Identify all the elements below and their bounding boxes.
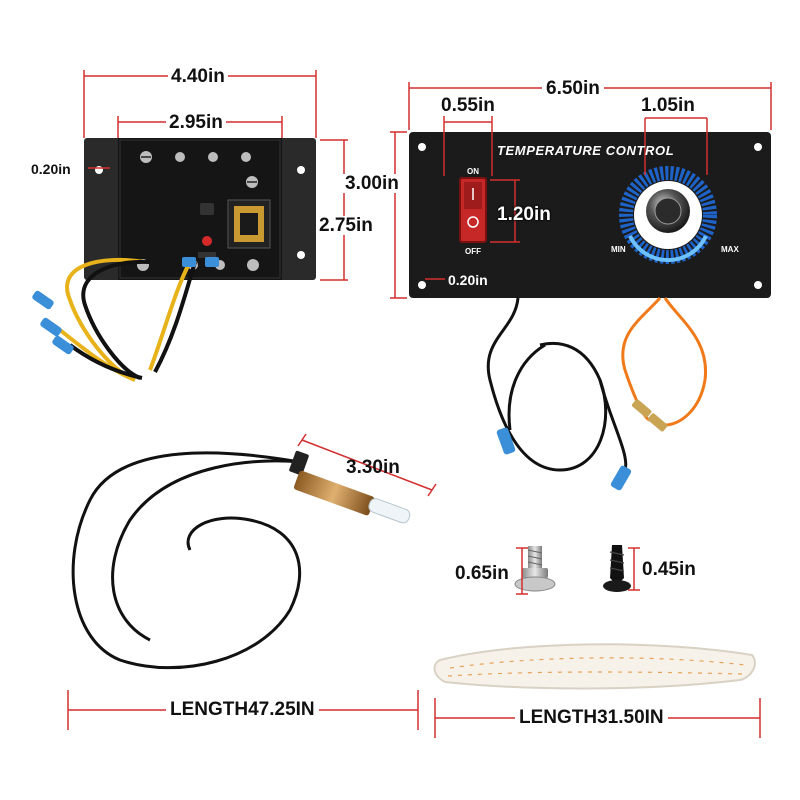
probe-length-label: 3.30in xyxy=(346,457,400,478)
screw-size-label: 0.45in xyxy=(642,559,696,580)
probe-cable-length-label: LENGTH47.25IN xyxy=(166,700,319,719)
self-tapping-screw xyxy=(603,545,631,592)
knob-diameter-label: 1.05in xyxy=(641,95,695,116)
switch-off-label: OFF xyxy=(465,247,481,256)
bolt xyxy=(514,546,556,592)
panel-hole-margin-label: 0.20in xyxy=(448,272,488,288)
temperature-control-panel xyxy=(409,132,771,491)
mount-hole-left xyxy=(95,166,103,174)
gasket-rope xyxy=(433,643,756,690)
temperature-probe xyxy=(71,450,411,670)
dial-max-label: MAX xyxy=(721,245,739,254)
panel-height-label: 3.00in xyxy=(343,173,401,194)
switch-width-label: 0.55in xyxy=(441,95,495,116)
controller-hole-spacing-label: 2.95in xyxy=(166,113,226,132)
switch-on-label: ON xyxy=(467,167,479,176)
probe-dimension-lines xyxy=(67,433,437,730)
controller-width-label: 4.40in xyxy=(168,67,228,86)
bolt-size-label: 0.65in xyxy=(455,563,509,584)
panel-dimension-lines xyxy=(390,82,772,299)
controller-module xyxy=(32,138,316,382)
dial-min-label: MIN xyxy=(611,245,626,254)
panel-title: TEMPERATURE CONTROL xyxy=(497,143,675,158)
switch-height-label: 1.20in xyxy=(497,204,551,225)
panel-width-label: 6.50in xyxy=(542,79,604,98)
spade-connectors xyxy=(32,257,219,355)
controller-margin-label: 0.20in xyxy=(31,161,71,177)
controller-height-label: 2.75in xyxy=(317,215,375,236)
rope-length-label: LENGTH31.50IN xyxy=(515,708,668,727)
mount-hole-right xyxy=(297,166,305,174)
